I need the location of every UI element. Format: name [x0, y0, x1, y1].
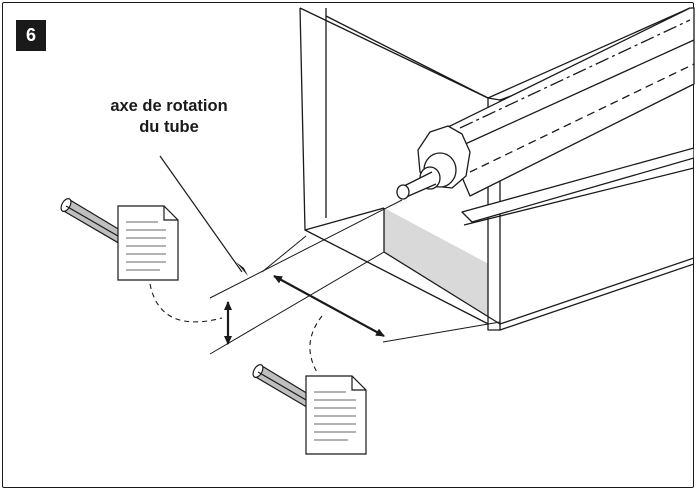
rotation-axis-label-line2: du tube [139, 118, 199, 136]
shaded-end-panel [384, 208, 500, 324]
rotation-axis-label: axe de rotation du tube [74, 96, 264, 138]
document-icon [117, 205, 179, 281]
rotation-axis-label-line1: axe de rotation [110, 97, 228, 115]
step-number-badge: 6 [16, 20, 46, 51]
depth-double-arrow [273, 275, 385, 337]
dimension-arrows [224, 262, 385, 345]
document-icon [305, 375, 367, 455]
roller-tube [396, 7, 695, 200]
figure-frame [2, 2, 694, 488]
leader-curves [149, 283, 323, 375]
